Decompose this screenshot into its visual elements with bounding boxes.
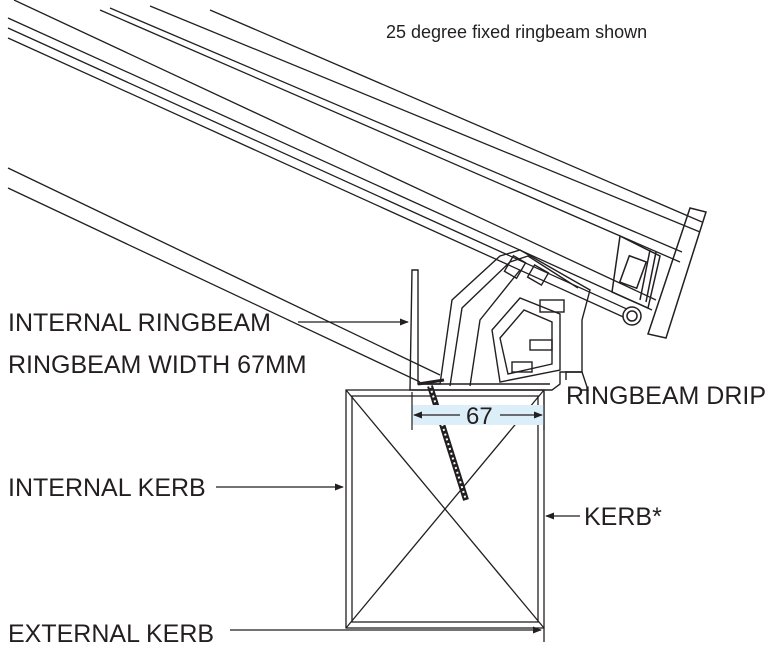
leaders — [216, 318, 580, 642]
bar-line-upper — [7, 167, 441, 376]
panel-line-5 — [99, 9, 681, 263]
panel-line-3 — [7, 27, 641, 316]
ringbeam-profile — [409, 249, 591, 391]
kerb-section — [345, 389, 545, 629]
fixing-screw — [417, 378, 469, 501]
label-kerb: KERB* — [584, 503, 662, 531]
kerb-inner — [351, 395, 539, 623]
glazing-panel — [7, 0, 703, 383]
dimension-67: 67 — [411, 392, 545, 430]
panel-line-7 — [149, 5, 701, 233]
glazing-end-cap — [611, 207, 707, 339]
dimension-highlight — [412, 405, 544, 425]
dimension-value: 67 — [466, 403, 493, 430]
caption-text: 25 degree fixed ringbeam shown — [386, 22, 647, 42]
panel-line-6 — [109, 7, 683, 253]
bar-line-lower — [7, 187, 421, 383]
panel-line-2 — [7, 17, 653, 311]
label-internal-kerb: INTERNAL KERB — [8, 474, 206, 502]
panel-line-4 — [7, 37, 631, 321]
kerb-outer — [345, 389, 545, 629]
label-internal-ringbeam: INTERNAL RINGBEAM — [8, 309, 271, 337]
panel-line-1 — [13, 0, 657, 301]
label-ringbeam-drip: RINGBEAM DRIP — [566, 382, 766, 410]
label-ringbeam-width: RINGBEAM WIDTH 67MM — [8, 351, 307, 379]
panel-line-8 — [209, 9, 703, 223]
label-external-kerb: EXTERNAL KERB — [8, 620, 214, 642]
